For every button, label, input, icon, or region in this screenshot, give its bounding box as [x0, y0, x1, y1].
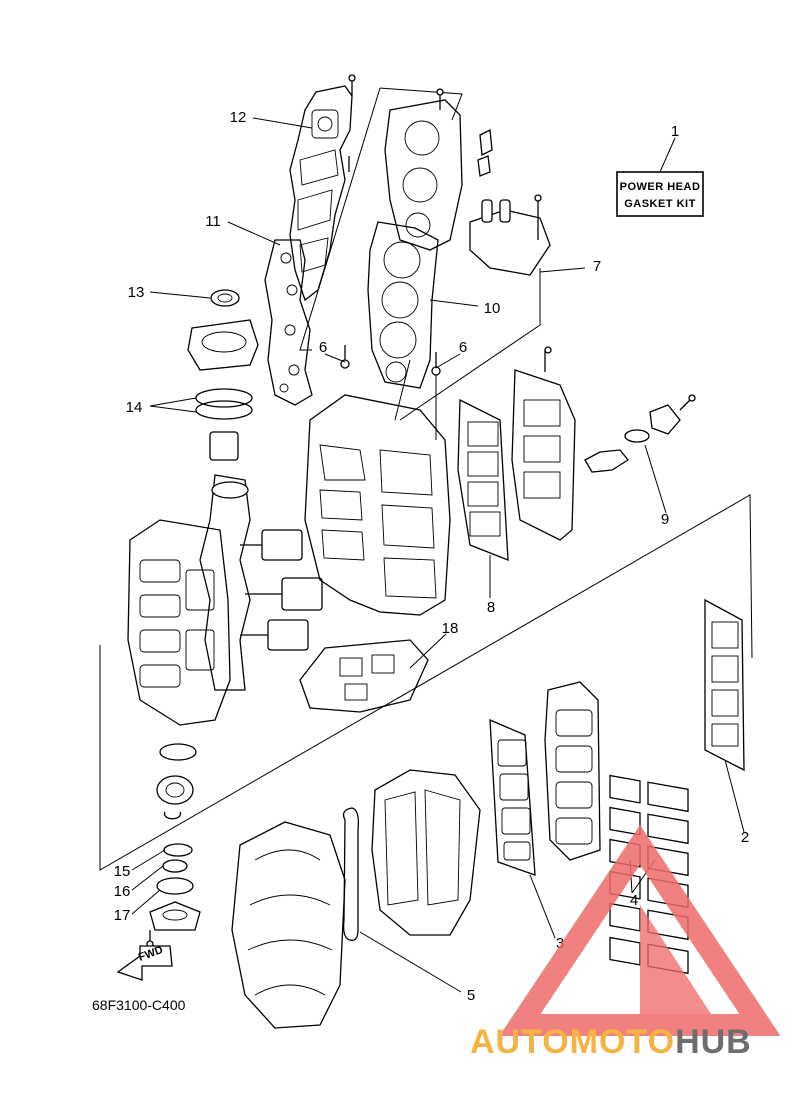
exhaust-cover-part [289, 74, 356, 302]
cylinder-head-part [384, 88, 493, 251]
watermark-logo: AUTOMOTOHUB [470, 825, 781, 1061]
callout-4: 4 [630, 892, 638, 909]
diagram-code: 68F3100-C400 [92, 997, 186, 1013]
callout-14: 14 [126, 399, 143, 416]
watermark-triangle-icon [499, 825, 781, 1036]
water-fitting-part [584, 394, 696, 473]
callout-6b: 6 [459, 339, 467, 356]
callout-6a: 6 [319, 339, 327, 356]
callout-9: 9 [661, 511, 669, 528]
intake-plate-part [544, 681, 601, 861]
callout-12: 12 [230, 109, 247, 126]
callout-10: 10 [484, 300, 501, 317]
reed-gasket-part [489, 718, 536, 876]
thermostat-cover-part [469, 194, 551, 276]
callout-1: 1 [671, 123, 679, 140]
watermark-text-part1: AUTOMOTO [470, 1023, 675, 1061]
seal-strip-part [342, 807, 360, 941]
kit-label-line2: GASKET KIT [624, 198, 696, 210]
reed-gasket-right-part [704, 598, 745, 772]
silencer-cover-part [231, 821, 346, 1029]
side-gasket-part [457, 398, 509, 561]
callout-13: 13 [128, 284, 145, 301]
seal-housing-part [187, 289, 259, 371]
kit-label-line1: POWER HEAD [620, 181, 701, 193]
bottom-gasket-part [299, 639, 429, 713]
callout-17: 17 [114, 907, 131, 924]
gasket-kit-box: POWER HEAD GASKET KIT [616, 171, 704, 217]
callout-3: 3 [556, 935, 564, 952]
bolt-washer-part [340, 345, 441, 376]
cylinder-block-part [304, 394, 451, 616]
callout-numbers: 1 2 3 4 5 6 6 7 8 9 10 11 12 13 14 15 16… [114, 109, 750, 1004]
svg-text:AUTOMOTOHUB: AUTOMOTOHUB [470, 1023, 752, 1061]
callout-11: 11 [205, 213, 221, 230]
callout-18: 18 [442, 620, 459, 637]
fwd-arrow-icon: FWD [116, 944, 173, 981]
watermark-text-part2: HUB [675, 1023, 752, 1061]
head-gasket-part [367, 221, 439, 389]
crankcase-left-part [127, 519, 231, 726]
callout-15: 15 [114, 863, 131, 880]
exhaust-gasket-part [264, 239, 313, 406]
side-cover-part [511, 346, 576, 541]
callout-8: 8 [487, 599, 495, 616]
callout-7: 7 [593, 258, 601, 275]
o-ring-part [195, 388, 253, 461]
intake-silencer-part [371, 769, 481, 936]
callout-5: 5 [467, 987, 475, 1004]
callout-2: 2 [741, 829, 749, 846]
bearing-seal-parts [146, 743, 201, 948]
callout-16: 16 [114, 883, 131, 900]
crankshaft-assembly-part [199, 474, 323, 691]
